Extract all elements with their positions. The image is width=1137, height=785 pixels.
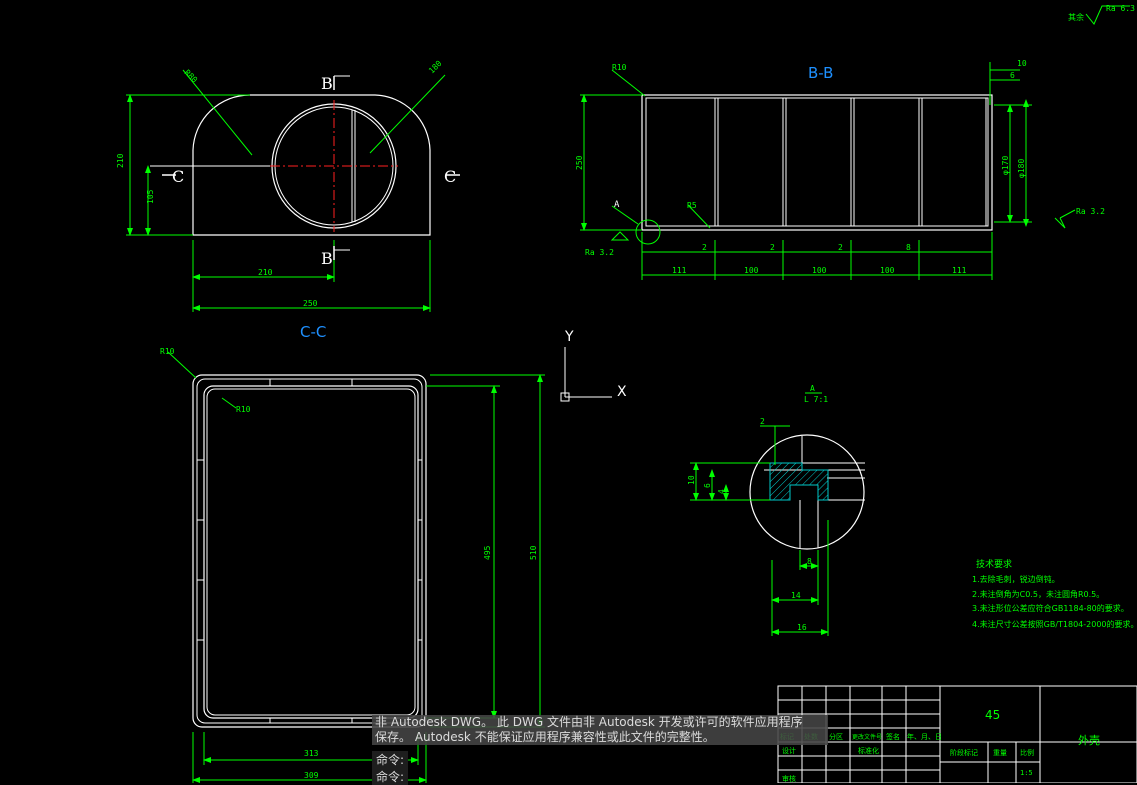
bb-spacing-3: 100 — [812, 266, 827, 275]
title-block-material: 45 — [985, 708, 1000, 722]
roughness-other-label: 其余 — [1068, 12, 1084, 22]
section-mark-c-left: C — [172, 167, 184, 186]
bb-roughness-left: Ra 3.2 — [585, 248, 614, 257]
cc-view — [167, 351, 545, 783]
detail-dim-left2: 6 — [703, 483, 712, 488]
detail-scale: L 7:1 — [804, 395, 828, 404]
top-dim-height-center: 105 — [146, 189, 155, 204]
command-line-input[interactable]: 命令: — [372, 768, 409, 785]
command-notice-line-2: 保存。 Autodesk 不能保证应用程序兼容性或此文件的完整性。 — [375, 730, 715, 744]
bb-roughness-right: Ra 3.2 — [1076, 207, 1105, 216]
detail-dim-bottom2: 14 — [791, 591, 801, 600]
bb-spacing-2: 100 — [744, 266, 759, 275]
ucs-y-label: Y — [564, 329, 574, 345]
command-notice-line-1: 非 Autodesk DWG。 此 DWG 文件由非 Autodesk 开发或许… — [375, 715, 803, 729]
command-notice: 非 Autodesk DWG。 此 DWG 文件由非 Autodesk 开发或许… — [372, 715, 828, 745]
bb-dim-diam1: φ170 — [1001, 156, 1010, 175]
title-block-header-6: 年、月、日 — [907, 732, 942, 741]
ucs-icon — [560, 347, 612, 402]
top-dim-r-large: R80 — [183, 68, 200, 85]
title-block-scale-value: 1:5 — [1020, 769, 1033, 777]
title-block-header-4: 更改文件号 — [852, 733, 882, 741]
bb-spacing-1: 111 — [672, 266, 687, 275]
bb-thick-3: 2 — [838, 243, 843, 252]
bb-dim-r-small: R5 — [687, 201, 697, 210]
cc-dim-r-inner: R10 — [236, 405, 251, 414]
tech-note-3: 3.未注形位公差应符合GB1184-80的要求。 — [972, 603, 1129, 613]
bb-thick-4: 8 — [906, 243, 911, 252]
title-block-stage-label: 阶段标记 — [950, 748, 978, 757]
title-block-header-3: 分区 — [829, 732, 843, 741]
title-block-scale-label: 比例 — [1020, 748, 1034, 757]
detail-dim-left1: 10 — [687, 475, 696, 485]
bb-dim-top-w2: 6 — [1010, 71, 1015, 80]
title-block — [777, 685, 1137, 783]
title-block-row-review: 审核 — [782, 774, 796, 783]
detail-dim-top: 2 — [760, 417, 765, 426]
bb-dim-r-corner: R10 — [612, 63, 627, 72]
tech-notes: 技术要求 1.去除毛刺，锐边倒钝。 2.未注倒角为C0.5，未注圆角R0.5。 … — [972, 558, 1137, 629]
ucs-x-label: X — [617, 384, 627, 400]
top-view — [126, 69, 460, 312]
bb-dim-height: 250 — [575, 155, 584, 170]
bb-dim-diam2: φ180 — [1017, 159, 1026, 178]
section-mark-c-right: C — [444, 167, 456, 186]
bb-spacing-5: 111 — [952, 266, 967, 275]
bb-spacing-4: 100 — [880, 266, 895, 275]
detail-dim-left3: 4 — [717, 489, 726, 494]
tech-notes-title: 技术要求 — [976, 558, 1012, 570]
tech-note-4: 4.未注尺寸公差按照GB/T1804-2000的要求。 — [972, 619, 1137, 629]
top-dim-width-total: 250 — [303, 299, 318, 308]
bb-detail-tag: A — [614, 200, 620, 210]
cc-title: C-C — [300, 323, 326, 341]
title-block-part-name: 外壳 — [1078, 733, 1100, 747]
section-mark-b-bottom: B — [321, 249, 333, 268]
bb-title: B-B — [808, 64, 833, 82]
roughness-symbol-main — [1085, 5, 1130, 25]
detail-dim-bottom1: 8 — [807, 557, 812, 566]
cc-dim-h-outer: 510 — [529, 545, 538, 560]
cc-dim-w-outer: 309 — [304, 771, 319, 780]
cc-dim-r-outer: R10 — [160, 347, 175, 356]
top-dim-width-offset: 210 — [258, 268, 273, 277]
title-block-weight-label: 重量 — [993, 749, 1007, 757]
section-mark-b-top: B — [321, 74, 333, 93]
roughness-main: Ra 6.3 — [1106, 4, 1135, 13]
tech-note-1: 1.去除毛刺，锐边倒钝。 — [972, 574, 1060, 584]
title-block-row-design: 设计 — [782, 746, 796, 755]
top-dim-height-total: 210 — [116, 153, 125, 168]
detail-view — [690, 392, 865, 636]
bb-thick-2: 2 — [770, 243, 775, 252]
command-prompt-history: 命令: — [372, 751, 409, 768]
detail-dim-bottom3: 16 — [797, 623, 807, 632]
title-block-header-5: 签名 — [886, 732, 900, 741]
tech-note-2: 2.未注倒角为C0.5，未注圆角R0.5。 — [972, 589, 1104, 599]
bb-dim-top-w1: 10 — [1017, 59, 1027, 68]
bb-view — [580, 62, 1076, 280]
top-dim-diameter: 180 — [427, 59, 444, 76]
bb-thick-1: 2 — [702, 243, 707, 252]
detail-title: A — [810, 384, 815, 393]
cc-dim-w-inner: 313 — [304, 749, 319, 758]
title-block-row-standard: 标准化 — [858, 746, 879, 755]
cc-dim-h-inner: 495 — [483, 545, 492, 560]
